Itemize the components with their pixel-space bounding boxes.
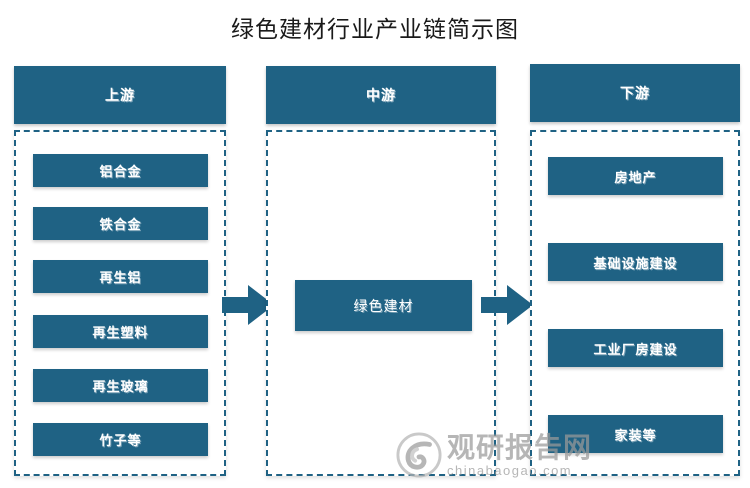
column-header-downstream: 下游	[530, 64, 740, 122]
upstream-item-iron-alloy[interactable]: 铁合金	[33, 207, 208, 240]
right-arrow-icon	[481, 285, 533, 325]
page-title: 绿色建材行业产业链简示图	[231, 17, 519, 42]
midstream-item-green-building-materials[interactable]: 绿色建材	[295, 280, 472, 331]
column-header-midstream: 中游	[266, 66, 496, 124]
upstream-item-aluminum-alloy[interactable]: 铝合金	[33, 154, 208, 187]
connector-midstream-to-downstream	[477, 280, 535, 330]
downstream-item-industrial-plant-construction[interactable]: 工业厂房建设	[548, 329, 723, 367]
downstream-item-home-decoration[interactable]: 家装等	[548, 415, 723, 453]
upstream-item-recycled-glass[interactable]: 再生玻璃	[33, 369, 208, 402]
column-header-upstream: 上游	[14, 66, 226, 124]
right-arrow-icon	[222, 285, 274, 325]
downstream-item-real-estate[interactable]: 房地产	[548, 157, 723, 195]
upstream-item-recycled-plastic[interactable]: 再生塑料	[33, 315, 208, 348]
upstream-container	[14, 130, 226, 476]
upstream-item-recycled-aluminum[interactable]: 再生铝	[33, 260, 208, 293]
upstream-item-bamboo[interactable]: 竹子等	[33, 423, 208, 456]
downstream-item-infrastructure-construction[interactable]: 基础设施建设	[548, 243, 723, 281]
connector-upstream-to-midstream	[218, 280, 276, 330]
